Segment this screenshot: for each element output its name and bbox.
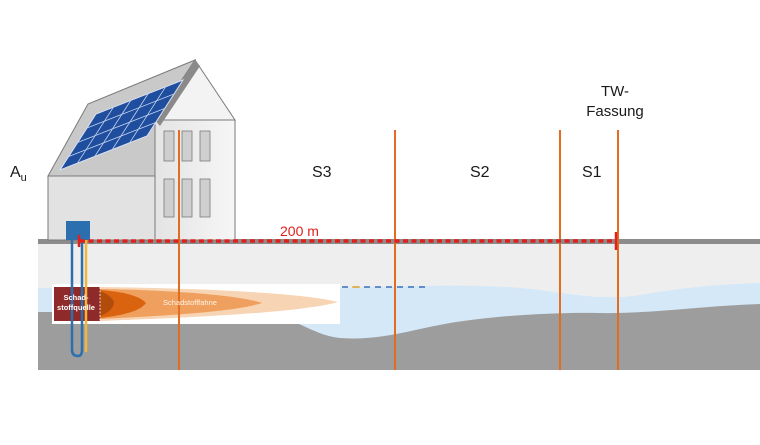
roof-edge <box>155 60 200 126</box>
plume-core <box>100 290 146 318</box>
tw-fassung-label-line2: Fassung <box>586 103 644 120</box>
house-windows <box>163 130 211 218</box>
contaminant-source <box>54 287 100 321</box>
source-label-line2: stoffquelle <box>57 303 95 312</box>
zone-label-s2: S2 <box>470 164 490 181</box>
source-label-line1: Schad- <box>63 293 89 302</box>
tw-fassung-label-line1: TW- <box>600 83 630 100</box>
plume-mid <box>100 289 262 319</box>
distance-label: 200 m <box>280 223 319 239</box>
plume-core-dark <box>100 291 114 316</box>
well-pipe-blue <box>70 238 84 358</box>
zone-label-au: Au <box>10 164 27 185</box>
zone-label-s3: S3 <box>312 164 332 181</box>
plume-label: Schadstofffahne <box>163 298 217 307</box>
house <box>47 58 236 241</box>
house-side-wall <box>47 175 156 241</box>
tw-fassung-label: TW- Fassung <box>583 82 647 122</box>
zone-label-s1: S1 <box>582 164 602 181</box>
well-head <box>66 221 90 240</box>
source-label: Schad- stoffquelle <box>55 293 97 313</box>
solar-panel-grid <box>68 86 175 164</box>
